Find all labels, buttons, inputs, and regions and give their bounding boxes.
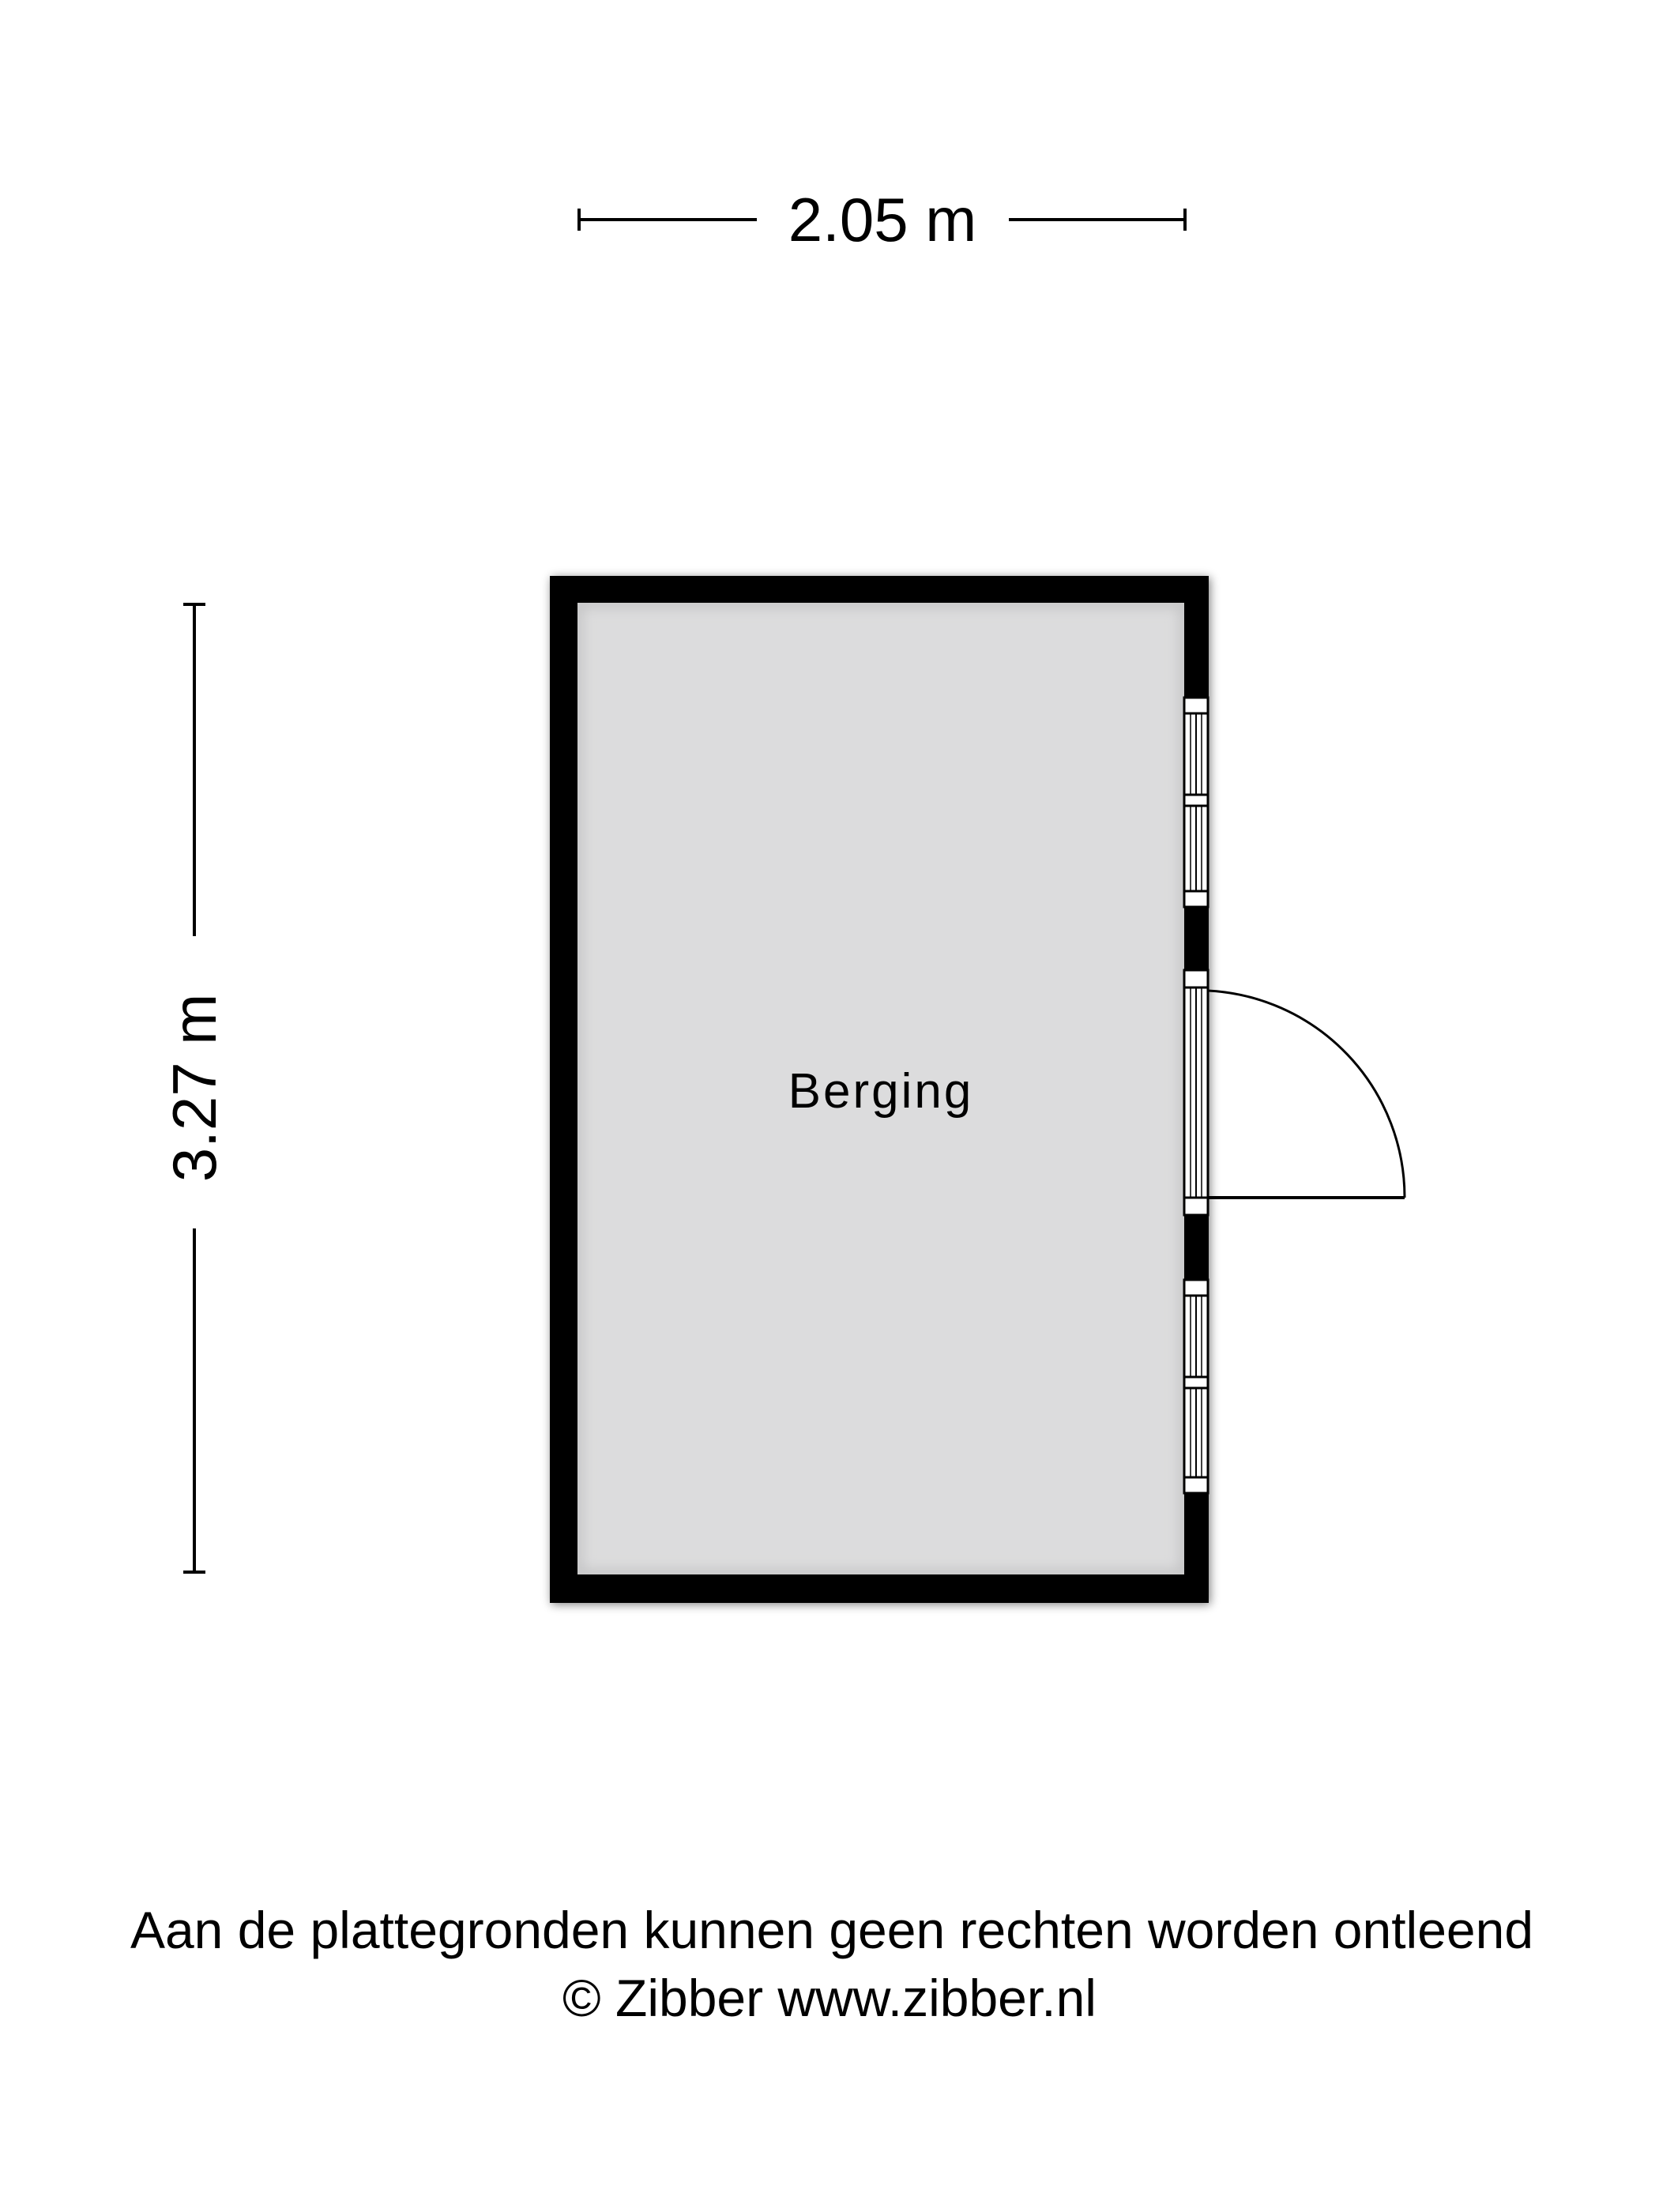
room-label: Berging (788, 1064, 974, 1119)
copyright-text: © Zibber www.zibber.nl (562, 1969, 1097, 2027)
door-swing-arc (1207, 989, 1406, 1198)
height-dimension-label: 3.27 m (160, 994, 229, 1182)
disclaimer-text: Aan de plattegronden kunnen geen rechten… (130, 1901, 1533, 1959)
width-dimension-label: 2.05 m (788, 185, 976, 254)
height-dimension: 3.27 m (160, 603, 229, 1574)
window-upper (1183, 696, 1209, 908)
width-dimension: 2.05 m (577, 185, 1187, 254)
room-berging: Berging (550, 576, 1406, 1603)
window-lower (1183, 1278, 1209, 1495)
footer: Aan de plattegronden kunnen geen rechten… (130, 1901, 1533, 2027)
door (1183, 969, 1406, 1217)
room-floor (577, 603, 1184, 1574)
